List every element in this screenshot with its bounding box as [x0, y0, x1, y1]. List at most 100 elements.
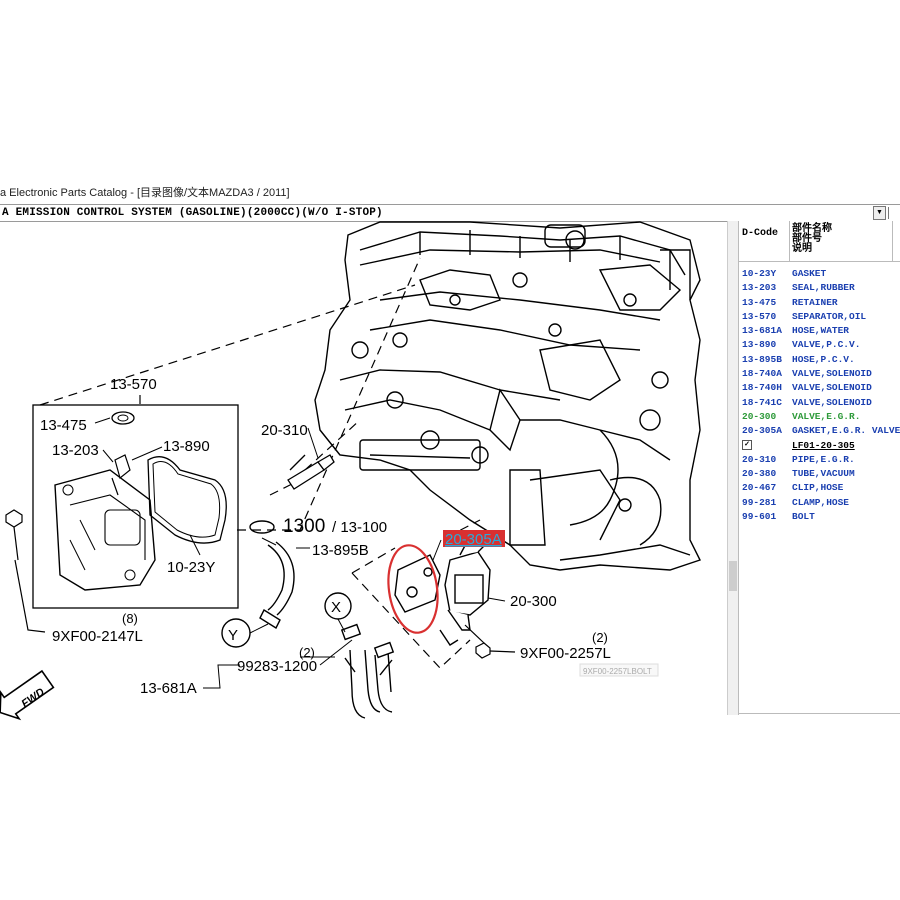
window-title: a Electronic Parts Catalog - [目录图像/文本MAZ… — [0, 183, 900, 203]
callout-13-475[interactable]: 13-475 — [40, 417, 87, 434]
part-name: CLIP,HOSE — [792, 482, 844, 494]
parts-row[interactable]: ✓ LF01-20-305 — [739, 439, 900, 453]
egr-valve-drawing — [394, 539, 491, 646]
parts-row[interactable]: 13-203 SEAL,RUBBER — [739, 281, 900, 295]
part-name: HOSE,P.C.V. — [792, 353, 855, 365]
column-part-name[interactable]: 部件名称 部件号 说明 — [792, 225, 832, 255]
callout-qty-2-left: (2) — [299, 645, 315, 660]
parts-list-rows: 10-23Y GASKET 13-203 SEAL,RUBBER 13-475 RETAI… — [739, 267, 900, 524]
part-code[interactable]: 13-890 — [742, 339, 777, 351]
callout-leaders — [203, 427, 506, 689]
oil-separator-group — [32, 404, 239, 609]
parts-row[interactable]: 20-310 PIPE,E.G.R. — [739, 453, 900, 467]
parts-row[interactable]: 99-601 BOLT — [739, 510, 900, 524]
parts-diagram[interactable]: 13-570 13-475 13-203 13-890 10-23Y (8) 9… — [0, 221, 727, 900]
parts-list-header: D-Code 部件名称 部件号 说明 — [739, 221, 900, 262]
callout-9xf00-2147l[interactable]: 9XF00-2147L — [52, 628, 143, 645]
part-code[interactable]: 18-740A — [742, 368, 782, 380]
water-hose-drawing — [340, 623, 395, 719]
part-name: VALVE,SOLENOID — [792, 396, 872, 408]
scrollbar-thumb[interactable] — [729, 561, 737, 591]
leader-lines — [39, 257, 481, 669]
part-code[interactable]: 18-741C — [742, 396, 782, 408]
parts-row[interactable]: 13-890 VALVE,P.C.V. — [739, 338, 900, 352]
parts-row[interactable]: 13-475 RETAINER — [739, 296, 900, 310]
column-dcode[interactable]: D-Code — [742, 228, 779, 239]
part-name: RETAINER — [792, 296, 838, 308]
parts-row[interactable]: 20-305A GASKET,E.G.R. VALVE — [739, 424, 900, 438]
callout-1300[interactable]: 1300 — [283, 516, 325, 537]
part-code[interactable]: 13-895B — [742, 353, 782, 365]
callout-20-305a[interactable]: 20-305A — [445, 531, 502, 548]
part-code[interactable]: 20-300 — [742, 410, 777, 422]
column-name-line-1: 部件名称 — [792, 224, 832, 235]
callout-99283-1200[interactable]: 99283-1200 — [237, 658, 317, 675]
part-code[interactable]: 99-601 — [742, 511, 777, 523]
callout-qty-2-right: (2) — [592, 630, 608, 645]
bolt-right-drawing — [464, 624, 516, 659]
tooltip-text: 9XF00-2257LBOLT — [583, 667, 652, 676]
callout-13-890[interactable]: 13-890 — [163, 438, 210, 455]
part-name: PIPE,E.G.R. — [792, 453, 855, 465]
callout-20-300[interactable]: 20-300 — [510, 593, 557, 610]
callout-13-681a[interactable]: 13-681A — [140, 680, 197, 697]
part-name: SEAL,RUBBER — [792, 282, 855, 294]
callout-y: Y — [228, 627, 238, 644]
parts-row[interactable]: 18-741C VALVE,SOLENOID — [739, 396, 900, 410]
diagram-scrollbar[interactable] — [727, 221, 738, 715]
callout-qty-8: (8) — [122, 611, 138, 626]
part-code[interactable]: 13-475 — [742, 296, 777, 308]
callout-20-310[interactable]: 20-310 — [261, 422, 308, 439]
part-code[interactable]: 20-380 — [742, 468, 777, 480]
parts-row[interactable]: 10-23Y GASKET — [739, 267, 900, 281]
part-name: VALVE,SOLENOID — [792, 382, 872, 394]
engine-block-drawing — [314, 221, 701, 571]
part-code[interactable]: 13-681A — [742, 325, 782, 337]
column-divider — [789, 221, 790, 261]
chevron-down-icon[interactable]: ▼ — [873, 206, 886, 220]
part-name: VALVE,P.C.V. — [792, 339, 861, 351]
part-name: HOSE,WATER — [792, 325, 850, 337]
parts-row[interactable]: 18-740A VALVE,SOLENOID — [739, 367, 900, 381]
callout-13-100[interactable]: / 13-100 — [332, 519, 387, 536]
part-code[interactable]: 20-467 — [742, 482, 777, 494]
callout-x: X — [331, 599, 341, 616]
parts-list-panel: D-Code 部件名称 部件号 说明 10-23Y GASKET 13-203 SEA… — [738, 221, 900, 715]
selected-callout-bg — [443, 530, 505, 547]
column-divider — [892, 221, 893, 261]
panel-bottom-line — [739, 713, 900, 714]
section-header: A EMISSION CONTROL SYSTEM (GASOLINE)(200… — [0, 204, 900, 222]
parts-row[interactable]: 99-281 CLAMP,HOSE — [739, 496, 900, 510]
part-code[interactable]: 20-310 — [742, 453, 777, 465]
part-code[interactable]: 13-570 — [742, 310, 777, 322]
gasket-highlight — [387, 544, 439, 634]
parts-row[interactable]: 18-740H VALVE,SOLENOID — [739, 381, 900, 395]
parts-row[interactable]: 13-570 SEPARATOR,OIL — [739, 310, 900, 324]
part-code[interactable]: 18-740H — [742, 382, 782, 394]
part-code[interactable]: 20-305A — [742, 425, 782, 437]
part-name: CLAMP,HOSE — [792, 496, 850, 508]
header-divider — [888, 207, 889, 219]
callout-13-895b[interactable]: 13-895B — [312, 542, 369, 559]
parts-row[interactable]: 13-681A HOSE,WATER — [739, 324, 900, 338]
callout-9xf00-2257l[interactable]: 9XF00-2257L — [520, 645, 611, 662]
callout-13-203[interactable]: 13-203 — [52, 442, 99, 459]
callout-13-570[interactable]: 13-570 — [110, 376, 157, 393]
parts-row[interactable]: 13-895B HOSE,P.C.V. — [739, 353, 900, 367]
part-code[interactable]: 13-203 — [742, 282, 777, 294]
part-number-link[interactable]: LF01-20-305 — [792, 439, 855, 451]
callout-10-23y[interactable]: 10-23Y — [167, 559, 215, 576]
pcv-hose-drawing — [249, 520, 295, 630]
checkbox-icon[interactable]: ✓ — [742, 439, 752, 450]
part-code[interactable]: 10-23Y — [742, 268, 777, 279]
part-name: VALVE,SOLENOID — [792, 368, 872, 380]
part-name: BOLT — [792, 511, 815, 523]
part-name: GASKET — [792, 268, 827, 279]
part-name: GASKET,E.G.R. VALVE — [792, 425, 900, 437]
egr-pipe-drawing — [287, 454, 335, 490]
part-name: SEPARATOR,OIL — [792, 310, 867, 322]
parts-row[interactable]: 20-467 CLIP,HOSE — [739, 481, 900, 495]
part-code[interactable]: 99-281 — [742, 496, 777, 508]
